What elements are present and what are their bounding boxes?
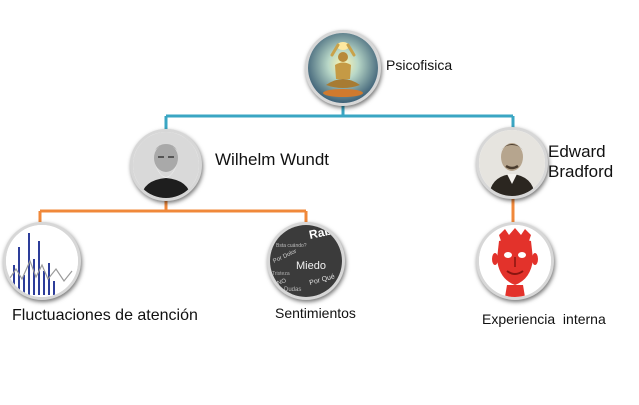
root-label: Psicofisica: [386, 57, 453, 73]
wundt-label: Wilhelm Wundt: [215, 150, 329, 169]
bradford-label: Edward Bradford: [548, 142, 613, 181]
wundt-node-image: [130, 129, 202, 201]
portrait-man-icon: [479, 130, 545, 196]
bradford-label-line2: Bradford: [548, 161, 614, 181]
exp-node-image: [476, 222, 554, 300]
word-cloud-word: NO: [277, 278, 288, 287]
orange-connectors: [38, 196, 515, 222]
sent-node-image: Miedo Rab Por Dolor NO Dudas Bsta cuándo…: [267, 222, 345, 300]
exp-label: Experiencia interna: [482, 311, 606, 327]
word-cloud-icon: Miedo Rab Por Dolor NO Dudas Bsta cuándo…: [270, 225, 342, 297]
word-cloud-word: Bsta cuándo?: [276, 243, 307, 249]
portrait-bearded-man-icon: [133, 132, 199, 198]
word-cloud-word: Dudas: [284, 287, 301, 293]
word-cloud-word: Miedo: [296, 260, 326, 272]
meditation-figure-icon: [308, 33, 378, 103]
fluct-label: Fluctuaciones de atención: [12, 307, 198, 324]
bradford-node-image: [476, 127, 548, 199]
root-node-image: [305, 30, 381, 106]
word-cloud-word: Tristeza: [272, 271, 290, 277]
fluct-node-image: [3, 222, 81, 300]
bradford-label-line1: Edward: [548, 142, 606, 161]
sent-label: Sentimientos: [275, 305, 356, 321]
bar-graph-icon: [6, 225, 78, 297]
face-muscles-icon: [479, 225, 551, 297]
